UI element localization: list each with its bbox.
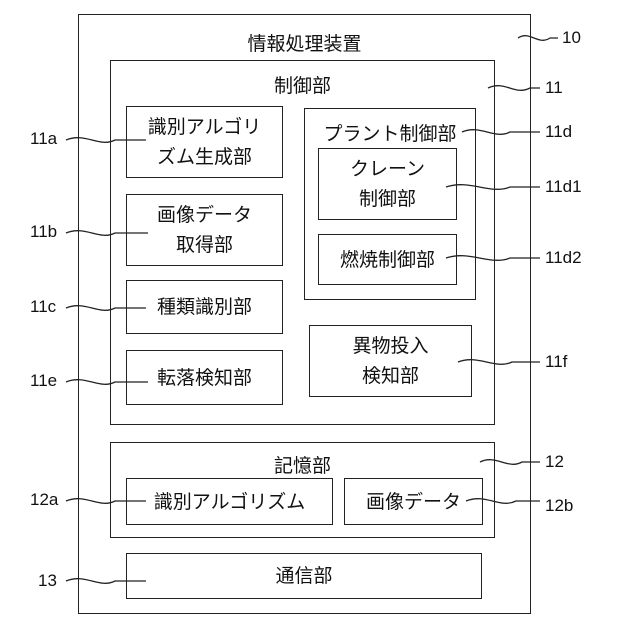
ref-11e: 11e [30,371,57,391]
comm-unit-box: 通信部 [126,553,482,599]
foreign-object-detector-box: 異物投入 検知部 [309,325,472,397]
ref-10: 10 [562,28,581,48]
image-acquirer-box: 画像データ 取得部 [126,194,283,266]
combustion-controller-label: 燃焼制御部 [340,245,435,275]
stored-algorithm-box: 識別アルゴリズム [126,478,333,525]
stored-algorithm-label: 識別アルゴリズム [154,487,305,517]
fall-detector-label: 転落検知部 [157,363,252,393]
algorithm-generator-line2: ズム生成部 [157,142,252,172]
type-identifier-box: 種類識別部 [126,280,283,334]
fall-detector-box: 転落検知部 [126,350,283,405]
ref-12: 12 [545,452,564,472]
crane-controller-box: クレーン 制御部 [318,148,457,220]
plant-controller-title: プラント制御部 [305,119,475,146]
foreign-object-line2: 検知部 [362,361,419,391]
combustion-controller-box: 燃焼制御部 [318,234,457,285]
ref-11d1: 11d1 [545,177,582,197]
foreign-object-line1: 異物投入 [352,331,428,361]
device-title: 情報処理装置 [79,29,530,56]
storage-unit-title: 記憶部 [111,451,494,478]
ref-13: 13 [38,571,57,591]
ref-11f: 11f [545,352,567,372]
ref-11d: 11d [545,122,572,142]
crane-controller-line1: クレーン [350,154,425,184]
ref-11b: 11b [30,222,57,242]
stored-image-data-box: 画像データ [344,478,483,525]
comm-unit-label: 通信部 [275,561,332,591]
ref-11a: 11a [30,129,57,149]
algorithm-generator-box: 識別アルゴリ ズム生成部 [126,106,283,178]
ref-11: 11 [545,78,563,98]
image-acquirer-line1: 画像データ [157,200,252,230]
image-acquirer-line2: 取得部 [176,230,233,260]
ref-12a: 12a [30,490,58,510]
stored-image-data-label: 画像データ [366,487,461,517]
control-unit-title: 制御部 [111,71,494,98]
ref-11c: 11c [30,297,56,317]
ref-12b: 12b [545,496,573,516]
crane-controller-line2: 制御部 [359,184,416,214]
algorithm-generator-line1: 識別アルゴリ [148,112,261,142]
type-identifier-label: 種類識別部 [157,292,252,322]
ref-11d2: 11d2 [545,248,582,268]
